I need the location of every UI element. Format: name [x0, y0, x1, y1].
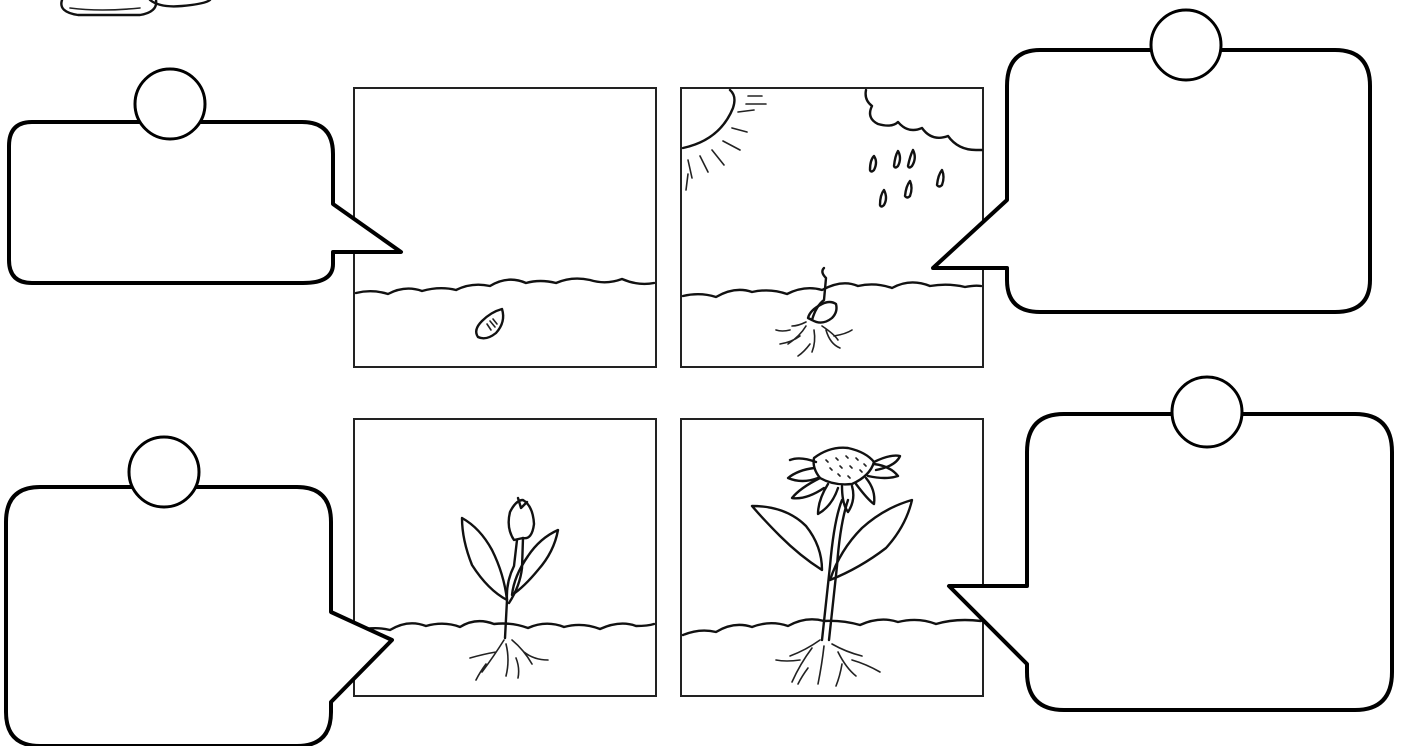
speech-bubble[interactable] [6, 487, 392, 746]
number-circle[interactable] [1172, 377, 1242, 447]
speech-bubble[interactable] [933, 50, 1370, 312]
panel-flowering [681, 419, 983, 696]
answer-bubble-2[interactable] [933, 10, 1370, 312]
answer-bubble-3[interactable] [6, 437, 392, 746]
coins-icon [61, 0, 210, 15]
answer-bubble-1[interactable] [9, 69, 401, 283]
panel-seedling [354, 419, 656, 696]
speech-bubble[interactable] [949, 414, 1392, 710]
speech-bubble[interactable] [9, 122, 401, 283]
number-circle[interactable] [135, 69, 205, 139]
panel-germination [681, 88, 983, 367]
answer-bubble-4[interactable] [949, 377, 1392, 710]
number-circle[interactable] [129, 437, 199, 507]
number-circle[interactable] [1151, 10, 1221, 80]
panel-seed [354, 88, 656, 367]
